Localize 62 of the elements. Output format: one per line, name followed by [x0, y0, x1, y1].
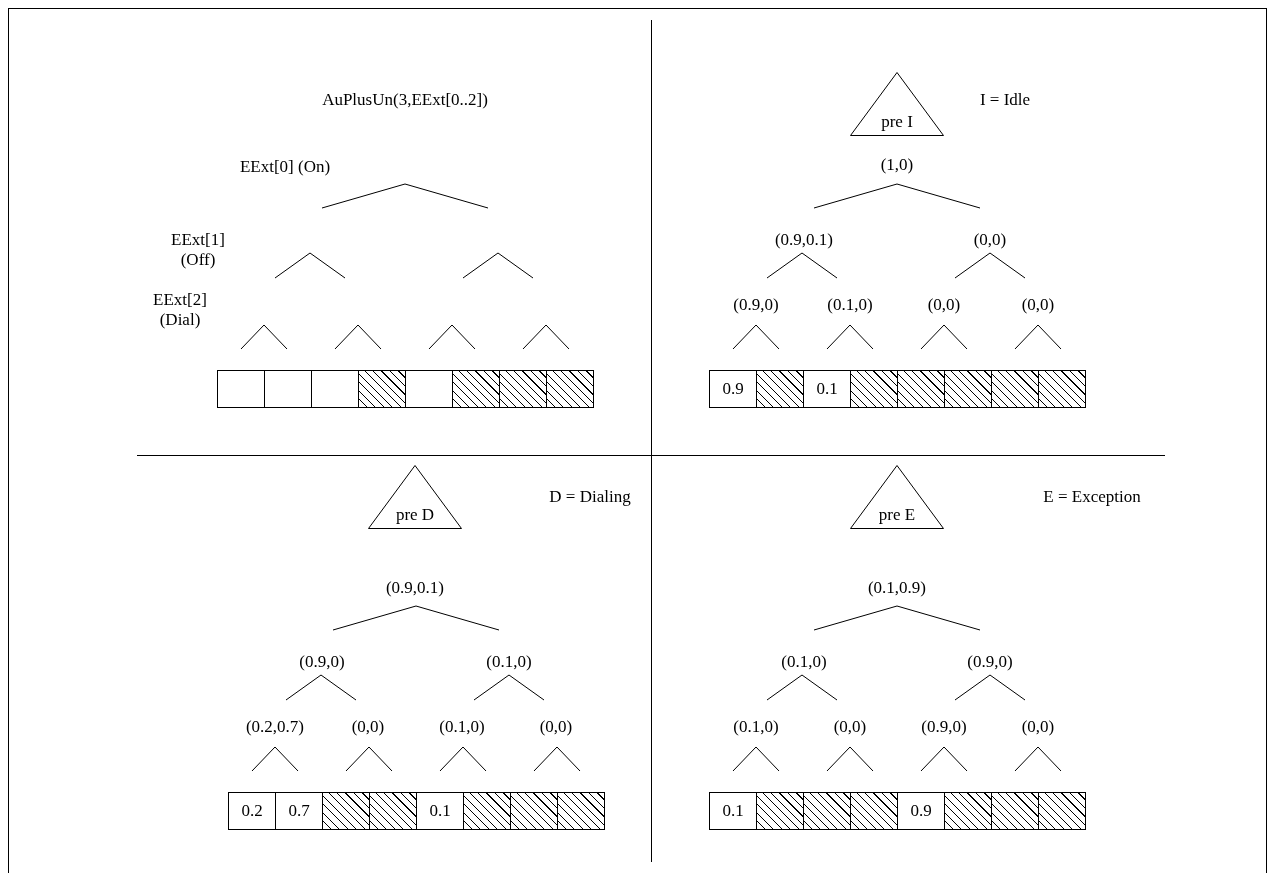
hatched-cell — [850, 370, 898, 408]
hatched-cell — [322, 792, 370, 830]
text-label: (0.9,0.1) — [385, 578, 445, 598]
node-label: pre D — [395, 505, 435, 525]
text-label: (0.9,0.1) — [774, 230, 834, 250]
hatched-cell — [803, 792, 851, 830]
text-label: (0,0) — [833, 717, 867, 737]
text-label: D = Dialing — [549, 487, 631, 507]
hatched-cell — [358, 370, 406, 408]
text-label: (0.1,0) — [733, 717, 779, 737]
text-label: AuPlusUn(3,EExt[0..2]) — [322, 90, 488, 110]
text-label: (0.9,0) — [921, 717, 967, 737]
hatched-cell — [897, 370, 945, 408]
node-label: pre E — [878, 505, 916, 525]
hatched-cell — [944, 792, 992, 830]
hatched-cell — [557, 792, 605, 830]
text-label: (0,0) — [927, 295, 961, 315]
hatched-cell — [756, 792, 804, 830]
text-label: (0,0) — [351, 717, 385, 737]
hatched-cell — [499, 370, 547, 408]
hatched-cell — [1038, 370, 1086, 408]
text-label: (0.1,0) — [827, 295, 873, 315]
triangle-node — [368, 465, 462, 529]
node-label: pre I — [881, 112, 913, 132]
text-label: EExt[0] (On) — [239, 157, 331, 177]
text-label: EExt[2] (Dial) — [152, 290, 208, 330]
hatched-cell — [1038, 792, 1086, 830]
text-label: (1,0) — [880, 155, 914, 175]
text-label: (0.1,0) — [486, 652, 532, 672]
value-cell: 0.7 — [275, 792, 323, 830]
triangle-node — [850, 465, 944, 529]
hatched-cell — [463, 792, 511, 830]
value-cell: 0.1 — [416, 792, 464, 830]
hatched-cell — [510, 792, 558, 830]
text-label: (0.1,0.9) — [867, 578, 927, 598]
text-label: (0.2,0.7) — [245, 717, 305, 737]
hatched-cell — [452, 370, 500, 408]
value-cell: 0.9 — [709, 370, 757, 408]
text-label: (0.9,0) — [299, 652, 345, 672]
text-label: E = Exception — [1043, 487, 1141, 507]
text-label: EExt[1] (Off) — [170, 230, 226, 270]
text-label: (0.1,0) — [781, 652, 827, 672]
hatched-cell — [546, 370, 594, 408]
hatched-cell — [944, 370, 992, 408]
hatched-cell — [369, 792, 417, 830]
hatched-cell — [850, 792, 898, 830]
text-label: (0,0) — [539, 717, 573, 737]
value-cell: 0.1 — [803, 370, 851, 408]
text-label: (0.9,0) — [967, 652, 1013, 672]
text-label: (0,0) — [1021, 717, 1055, 737]
hatched-cell — [991, 792, 1039, 830]
hatched-cell — [991, 370, 1039, 408]
hatched-cell — [756, 370, 804, 408]
value-cell: 0.9 — [897, 792, 945, 830]
triangle-node — [850, 72, 944, 136]
text-label: (0.1,0) — [439, 717, 485, 737]
text-label: (0,0) — [973, 230, 1007, 250]
value-cell: 0.1 — [709, 792, 757, 830]
text-label: (0,0) — [1021, 295, 1055, 315]
value-cell: 0.2 — [228, 792, 276, 830]
text-label: I = Idle — [979, 90, 1031, 110]
text-label: (0.9,0) — [733, 295, 779, 315]
